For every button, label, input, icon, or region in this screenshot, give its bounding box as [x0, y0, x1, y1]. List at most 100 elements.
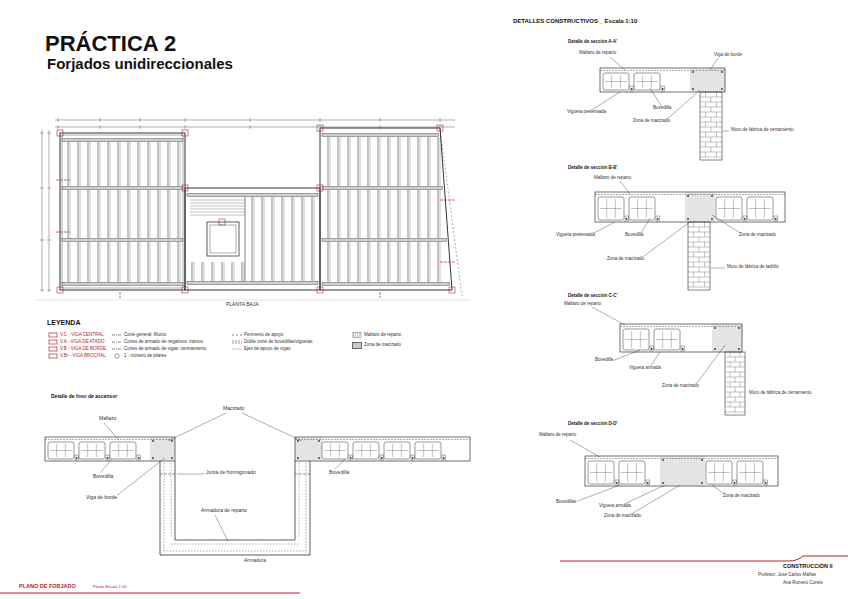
brick-joint: [716, 112, 717, 117]
brick-joint: [704, 282, 705, 287]
vigueta: [282, 197, 283, 281]
legend-item: Cortes de armado de negativos: tramos: [112, 339, 203, 345]
legend-sample-mark: [353, 333, 361, 338]
vigueta: [430, 190, 431, 238]
callout-label: Vigueta armada: [628, 366, 662, 371]
macizado: [150, 438, 175, 461]
vigueta: [148, 242, 149, 282]
rebar-line: [306, 463, 307, 551]
legend-sample: [232, 332, 242, 338]
vigueta: [150, 242, 151, 282]
rebar-dot: [152, 457, 154, 459]
brick-joint: [699, 277, 700, 282]
leader-line: [115, 458, 165, 497]
vigueta: [168, 242, 169, 282]
leader-line: [620, 181, 630, 194]
vigueta: [398, 190, 399, 238]
callout-label: Bovedilla: [594, 358, 614, 363]
dimension-line: [49, 130, 50, 292]
vigueta: [204, 262, 205, 281]
leader-line: [695, 345, 725, 386]
section-b: [595, 192, 785, 290]
brick-joint: [730, 362, 731, 367]
sheet-frame: [0, 556, 848, 593]
vigueta: [70, 142, 71, 186]
rebar-dot: [647, 482, 649, 484]
vigueta: [274, 197, 275, 281]
leader-line: [100, 459, 112, 473]
legend-sample-mark: [49, 333, 57, 337]
vigueta: [420, 190, 421, 238]
bovedilla-web: [718, 208, 740, 209]
bovedilla: [619, 461, 645, 484]
dimension-tick: [250, 118, 251, 122]
legend-sample-mark: [357, 333, 358, 337]
dimension-line: [55, 127, 455, 128]
sheet-title: PRÁCTICA 2: [44, 32, 177, 56]
vigueta: [140, 142, 141, 186]
legend-text: Doble corte de bovedillas/viguetas: [244, 340, 313, 345]
legend-text: V.Br - VIGA BROCHAL: [60, 354, 106, 359]
stair-hatch: [190, 209, 245, 210]
legend-sample-mark: [232, 343, 242, 344]
vigueta: [264, 197, 265, 281]
column-mark: [182, 185, 188, 191]
vigueta: [106, 455, 110, 460]
beam: [322, 283, 450, 286]
leader-line: [104, 423, 118, 439]
vigueta: [430, 137, 431, 186]
vigueta: [411, 455, 415, 460]
slab-outline: [585, 456, 778, 486]
legend-sample: [48, 353, 58, 359]
callout-label: Mallazo de reparto: [593, 176, 632, 181]
rebar-dot: [171, 440, 173, 442]
brick-joint: [711, 147, 712, 152]
brick-joint: [730, 372, 731, 377]
callout-label: Junta de hormigonado: [205, 470, 257, 476]
legend-text: Cortes de armado de vigas: centramiento: [124, 347, 207, 352]
legend-sample: [112, 346, 122, 352]
section-cut: [120, 292, 121, 298]
vigueta: [418, 137, 419, 186]
vigueta: [349, 455, 353, 460]
vigueta: [80, 142, 81, 186]
vigueta: [420, 137, 421, 186]
dimension-tick: [47, 290, 51, 291]
column-mark: [449, 287, 455, 293]
vigueta: [368, 242, 369, 282]
rebar-dot: [692, 88, 694, 90]
brick-joint: [735, 377, 736, 382]
legend-sample: [48, 332, 58, 338]
brick-joint: [693, 242, 694, 247]
legend-sample-mark: [232, 335, 242, 336]
vigueta: [160, 242, 161, 282]
callout-label: Zona de macizado: [603, 514, 642, 519]
legend-sample: [352, 332, 362, 338]
macizado: [690, 69, 725, 92]
callout-label: Bovedilla: [328, 470, 350, 476]
leader-line: [335, 459, 345, 469]
leader-line: [723, 131, 729, 132]
dimension-line: [55, 120, 455, 121]
dimension-tick: [47, 240, 51, 241]
vigueta: [148, 190, 149, 238]
vigueta: [438, 242, 439, 282]
vigueta: [252, 197, 253, 281]
dimension-tick: [47, 188, 51, 189]
section-cut: [56, 180, 70, 181]
dimension-tick: [440, 118, 441, 122]
section-cut: [440, 262, 456, 263]
bovedilla: [588, 461, 614, 484]
legend-sample-mark: [353, 333, 354, 337]
brick-joint: [730, 352, 731, 357]
legend-text: V.B - VIGA DE BORDE: [60, 347, 106, 352]
mallazo: [585, 458, 778, 459]
vigueta: [170, 142, 171, 186]
mallazo: [45, 439, 175, 440]
vigueta: [390, 242, 391, 282]
vigueta: [418, 242, 419, 282]
brick-joint: [740, 372, 741, 377]
rebar-line: [164, 463, 165, 551]
rebar-dot: [721, 88, 723, 90]
